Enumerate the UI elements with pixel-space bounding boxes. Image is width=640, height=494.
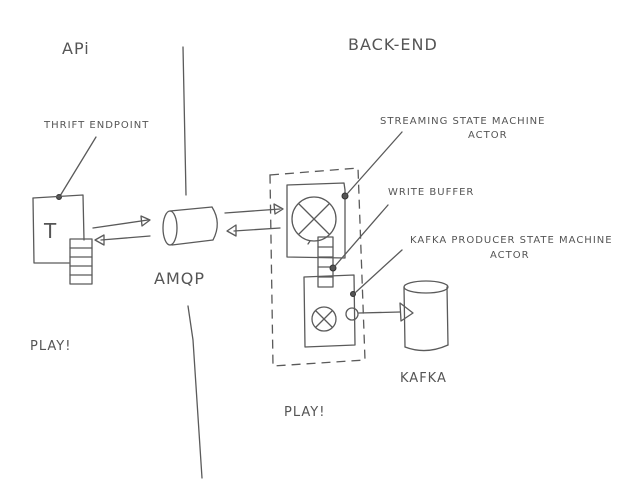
streaming-actor-marker: [341, 192, 349, 200]
arrow-amqp-to-backend: [224, 208, 281, 214]
write-buffer-icon: [317, 236, 334, 288]
section-title-api: APi: [62, 39, 90, 58]
write-buffer-pointer: [334, 204, 389, 267]
arrow-head-kafka: [399, 302, 414, 322]
thrift-endpoint-label: THRIFT ENDPOINT: [43, 120, 149, 131]
thrift-box-label: T: [43, 219, 57, 243]
streaming-actor-box: [286, 182, 346, 259]
thrift-endpoint-pointer: [59, 136, 97, 197]
arrow-head-left-2: [226, 224, 237, 237]
kafka-producer-marker: [350, 291, 356, 297]
amqp-queue-cylinder: [162, 206, 218, 246]
arrow-backend-to-amqp: [233, 227, 281, 232]
amqp-label: AMQP: [154, 269, 205, 288]
write-buffer-marker: [329, 264, 337, 272]
play-container-dashed: [269, 167, 366, 367]
divider-line-bottom: [187, 305, 203, 479]
arrow-producer-to-kafka: [358, 311, 401, 314]
play-label-left: PLAY!: [30, 339, 71, 354]
kafka-producer-label-line2: ACTOR: [490, 250, 530, 261]
kafka-producer-actor-box: [303, 274, 359, 348]
arrow-amqp-to-api: [100, 235, 151, 241]
api-queue-icon: [69, 238, 93, 285]
arrow-head-right: [140, 215, 151, 227]
divider-line-top: [182, 46, 187, 196]
arrow-api-to-amqp: [92, 219, 149, 229]
streaming-actor-label-line2: ACTOR: [468, 130, 508, 141]
arrow-head-left: [94, 234, 105, 246]
thrift-endpoint-box: T: [32, 194, 85, 264]
streaming-actor-label-line1: STREAMING STATE MACHINE: [380, 116, 545, 127]
kafka-label: KAFKA: [400, 371, 447, 386]
write-buffer-label: WRITE BUFFER: [388, 187, 474, 198]
kafka-cylinder: [403, 280, 449, 352]
arrow-head-right-2: [273, 203, 284, 215]
kafka-producer-label-line1: KAFKA PRODUCER STATE MACHINE: [410, 235, 613, 246]
streaming-actor-pointer: [346, 131, 403, 195]
section-title-backend: BACK-END: [348, 35, 438, 54]
kafka-producer-pointer: [355, 249, 403, 293]
play-label-right: PLAY!: [284, 405, 325, 420]
